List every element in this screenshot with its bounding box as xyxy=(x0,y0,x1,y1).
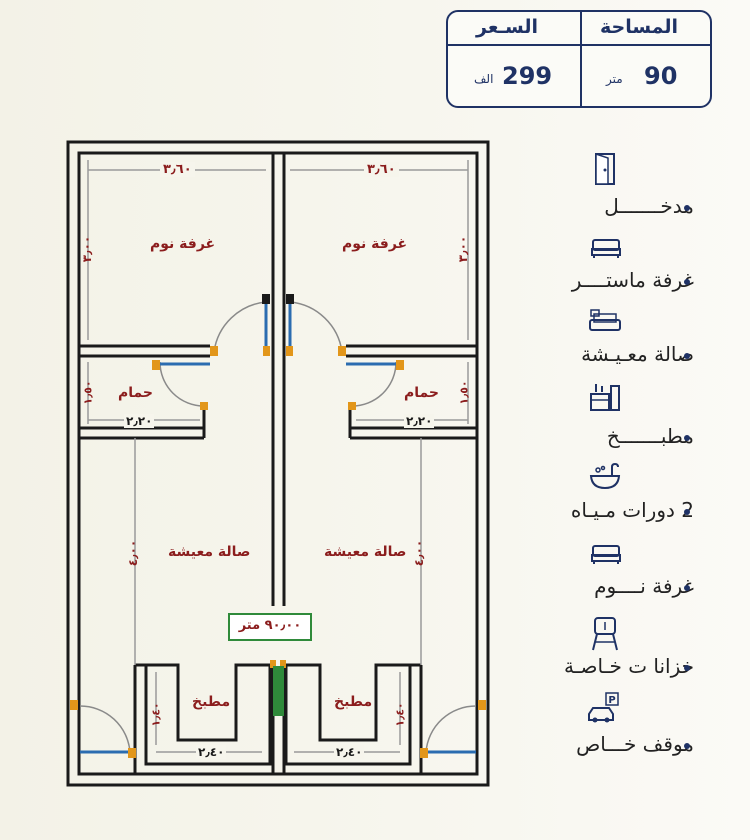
bed-icon xyxy=(591,239,621,258)
dim-living-right: ٤٫٠٠ xyxy=(412,539,427,567)
area-unit: متر xyxy=(606,72,623,86)
area-value: 90 xyxy=(644,62,678,90)
kitchen-icon xyxy=(590,384,620,411)
summary-divider-vertical xyxy=(580,12,582,108)
room-label-living-left: صالة معيشة xyxy=(168,544,251,560)
dim-bed-height-left: ٣٫٠٠ xyxy=(80,235,95,263)
bed-icon xyxy=(591,545,621,564)
dim-bed-height-right: ٣٫٠٠ xyxy=(456,235,471,263)
dim-kitchen-height-left: ١٫٤٠ xyxy=(149,702,163,727)
dim-bath-width-left: ٢٫٢٠ xyxy=(124,414,155,428)
summary-divider-horizontal xyxy=(448,44,710,46)
dim-kitchen-width-right: ٢٫٤٠ xyxy=(334,745,365,759)
bathtub-icon xyxy=(589,462,621,490)
feature-label-kitchen: مطبـــــــخ xyxy=(606,424,694,448)
room-label-kitchen-right: مطبخ xyxy=(334,694,373,710)
feature-label-parking: موقف خـــاص xyxy=(576,732,694,756)
feature-label-water-tanks: خزانا ت خـاصـة xyxy=(563,654,694,678)
feature-label-bathrooms: 2 دورات مـيـاه xyxy=(570,498,694,522)
parking-icon: P xyxy=(588,692,619,723)
price-value: 299 xyxy=(502,62,553,90)
feature-bullet xyxy=(684,435,690,441)
room-label-bedroom-right: غرفة نوم xyxy=(342,236,408,252)
svg-text:P: P xyxy=(608,695,615,706)
feature-label-bedroom: غرفة نــــوم xyxy=(594,574,694,598)
feature-bullet xyxy=(684,665,690,671)
dim-bath-height-left: ١٫٥٠ xyxy=(81,380,95,405)
area-tag-box xyxy=(228,613,312,641)
dim-kitchen-height-right: ١٫٤٠ xyxy=(393,702,407,727)
feature-bullet xyxy=(684,353,690,359)
price-unit: الف xyxy=(474,72,494,86)
water-tank-icon xyxy=(592,617,618,651)
area-tag: ٩٠٫٠٠ متر xyxy=(238,618,302,633)
room-label-bath-right: حمام xyxy=(404,385,439,401)
room-label-living-right: صالة معيشة xyxy=(324,544,407,560)
summary-box: المساحة السـعر 90 متر 299 الف xyxy=(446,10,712,108)
dim-kitchen-width-left: ٢٫٤٠ xyxy=(196,745,227,759)
area-header: المساحة xyxy=(600,16,679,38)
dim-bed-width-left: ٣٫٦٠ xyxy=(160,162,195,177)
feature-label-entrance: مدخـــــــل xyxy=(604,194,694,218)
sofa-icon xyxy=(589,309,621,331)
feature-bullet xyxy=(684,205,690,211)
feature-bullet xyxy=(684,279,690,285)
feature-bullet xyxy=(684,743,690,749)
feature-bullet xyxy=(684,509,690,515)
dim-bath-width-right: ٢٫٢٠ xyxy=(404,414,435,428)
feature-bullet xyxy=(684,585,690,591)
room-label-bedroom-left: غرفة نوم xyxy=(150,236,216,252)
room-label-bath-left: حمام xyxy=(118,385,153,401)
door-icon xyxy=(595,152,615,185)
feature-label-master-room: غرفة ماستــــر xyxy=(571,268,694,292)
dim-living-left: ٤٫٠٠ xyxy=(126,539,141,567)
feature-label-living-room: صالة معـيـشة xyxy=(581,342,694,366)
price-header: السـعر xyxy=(476,16,539,38)
dim-bed-width-right: ٣٫٦٠ xyxy=(364,162,399,177)
dim-bath-height-right: ١٫٥٠ xyxy=(457,380,471,405)
room-label-kitchen-left: مطبخ xyxy=(192,694,231,710)
